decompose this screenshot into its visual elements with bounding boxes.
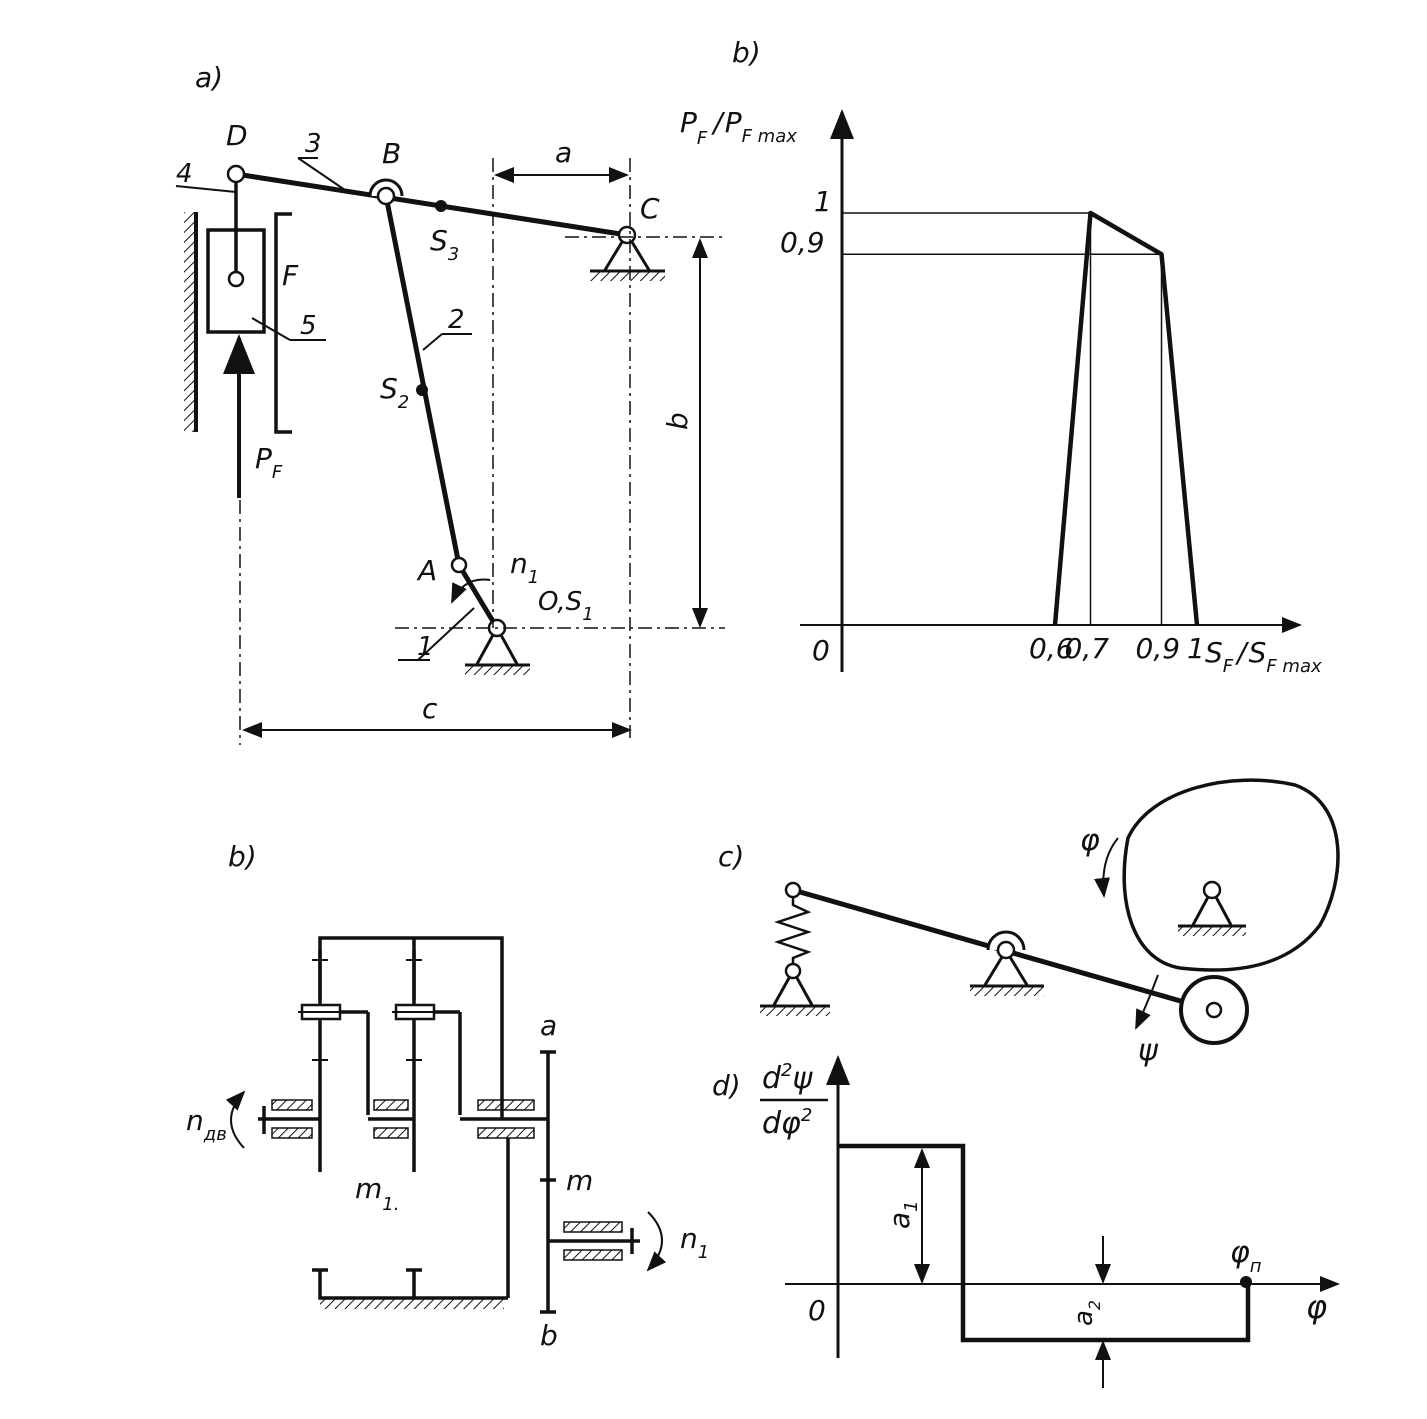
label-dim-a: a [555, 136, 572, 169]
x-tick-label-0: 0,6 [1029, 632, 1074, 665]
bearing-input-top [271, 1099, 313, 1111]
label-link-5: 5 [300, 311, 317, 341]
rotation-phi-arrow [1094, 837, 1119, 898]
label-gear-b: b [540, 1319, 558, 1352]
d-denominator: dφ2 [762, 1105, 812, 1141]
cam-profile [1122, 778, 1340, 972]
link-2 [383, 193, 462, 568]
point-S3 [435, 200, 447, 212]
acceleration-profile [838, 1143, 1251, 1343]
d-numerator: d2ψ [762, 1060, 814, 1096]
spring-top-joint [784, 881, 802, 899]
d-origin: 0 [808, 1294, 826, 1327]
label-link-2: 2 [448, 305, 465, 335]
link-1 [456, 562, 500, 631]
leader-5 [251, 317, 291, 341]
panel-d-label: d) [712, 1069, 741, 1102]
label-n1: n1 [510, 547, 539, 588]
support-O [475, 634, 519, 665]
label-gear-a: a [540, 1009, 557, 1042]
label-B: B [382, 137, 401, 170]
label-phi-axis: φ [1306, 1288, 1327, 1326]
bearing-output-bottom [563, 1249, 623, 1261]
label-phi-n: φп [1230, 1235, 1262, 1277]
panel-b-gear-label: b) [228, 840, 257, 873]
spring [774, 897, 812, 966]
x-tick-label-3: 1 [1187, 632, 1205, 665]
label-S2: S2 [380, 372, 409, 413]
label-psi: ψ [1138, 1033, 1159, 1068]
carrier-frame [318, 936, 504, 1118]
bearing-input-bottom [271, 1127, 313, 1139]
label-phi: φ [1080, 823, 1100, 858]
label-dim-b: b [661, 412, 694, 430]
joint-C [617, 225, 637, 245]
chart-origin: 0 [812, 634, 830, 667]
roller-pin [1205, 1001, 1223, 1019]
label-dim-c: c [422, 692, 438, 725]
joint-A [450, 556, 468, 574]
f-bracket [274, 212, 292, 434]
point-phi-n [1240, 1276, 1252, 1288]
spring-bottom-joint [784, 962, 802, 980]
label-C: C [640, 192, 660, 225]
cam-pivot [1202, 880, 1222, 900]
joint-D [226, 164, 246, 184]
label-a2: a2 [1069, 1300, 1104, 1326]
label-ndv: nдв [186, 1104, 227, 1145]
x-tick-label-2: 0,9 [1136, 632, 1181, 665]
rotation-n1-arrow [451, 578, 491, 604]
label-S3: S3 [430, 224, 459, 265]
ring-ground-hatch [320, 1299, 504, 1309]
panel-c-cam: c) φ ψ [718, 778, 1340, 1068]
rotation-n1-out-arrow [646, 1211, 667, 1272]
leader-2 [422, 333, 443, 351]
ring-base [318, 1270, 502, 1300]
label-gear-m: m [566, 1164, 593, 1197]
x-tick-label-1: 0,7 [1065, 632, 1110, 665]
label-D: D [226, 119, 248, 152]
leader-1 [417, 607, 475, 661]
label-PF: PF [255, 442, 283, 483]
label-A: A [416, 554, 437, 587]
label-a1: a1 [883, 1200, 922, 1229]
label-link-3: 3 [305, 129, 322, 159]
leader-4 [175, 185, 237, 193]
label-n1-out: n1 [680, 1222, 709, 1263]
bearing-output-top [563, 1221, 623, 1233]
label-F: F [282, 259, 299, 292]
slider-pin [227, 270, 245, 288]
y-tick-label-1: 0,9 [780, 226, 825, 259]
x-axis-title: SF/SF max [1205, 636, 1322, 677]
leader-3 [297, 157, 346, 191]
bearing-mid-top [373, 1099, 409, 1111]
bearing-out-bottom [477, 1127, 535, 1139]
support-C [603, 241, 651, 271]
link-3 [233, 171, 630, 238]
label-link-4: 4 [176, 159, 193, 189]
y-tick-label-0: 1 [814, 185, 832, 218]
label-m1: m1. [355, 1172, 399, 1215]
bearing-mid-bottom [373, 1127, 409, 1139]
y-axis-title: PF/PF max [680, 106, 797, 149]
panel-b-gearbox: b) nдв m1. [186, 840, 709, 1352]
panel-d-graph: d) d2ψ dφ2 0 a1 a2 φп φ [712, 1055, 1340, 1388]
series-line [1052, 210, 1200, 626]
panel-a-label: a) [195, 61, 223, 94]
panel-c-label: c) [718, 840, 744, 873]
label-link-1: 1 [417, 632, 434, 662]
rotation-ndv-arrow [225, 1090, 246, 1149]
rotation-psi-arrow [1135, 974, 1159, 1030]
bearing-out-top [477, 1099, 535, 1111]
point-S2 [416, 384, 428, 396]
rocker-pivot [996, 940, 1016, 960]
panel-b-top-label: b) [732, 36, 761, 69]
label-O: O,S1 [538, 587, 594, 625]
wall-hatch [184, 212, 196, 432]
joint-B [376, 186, 396, 206]
panel-a-linkage: a) F PF D B S3 S2 3 4 [175, 61, 725, 745]
